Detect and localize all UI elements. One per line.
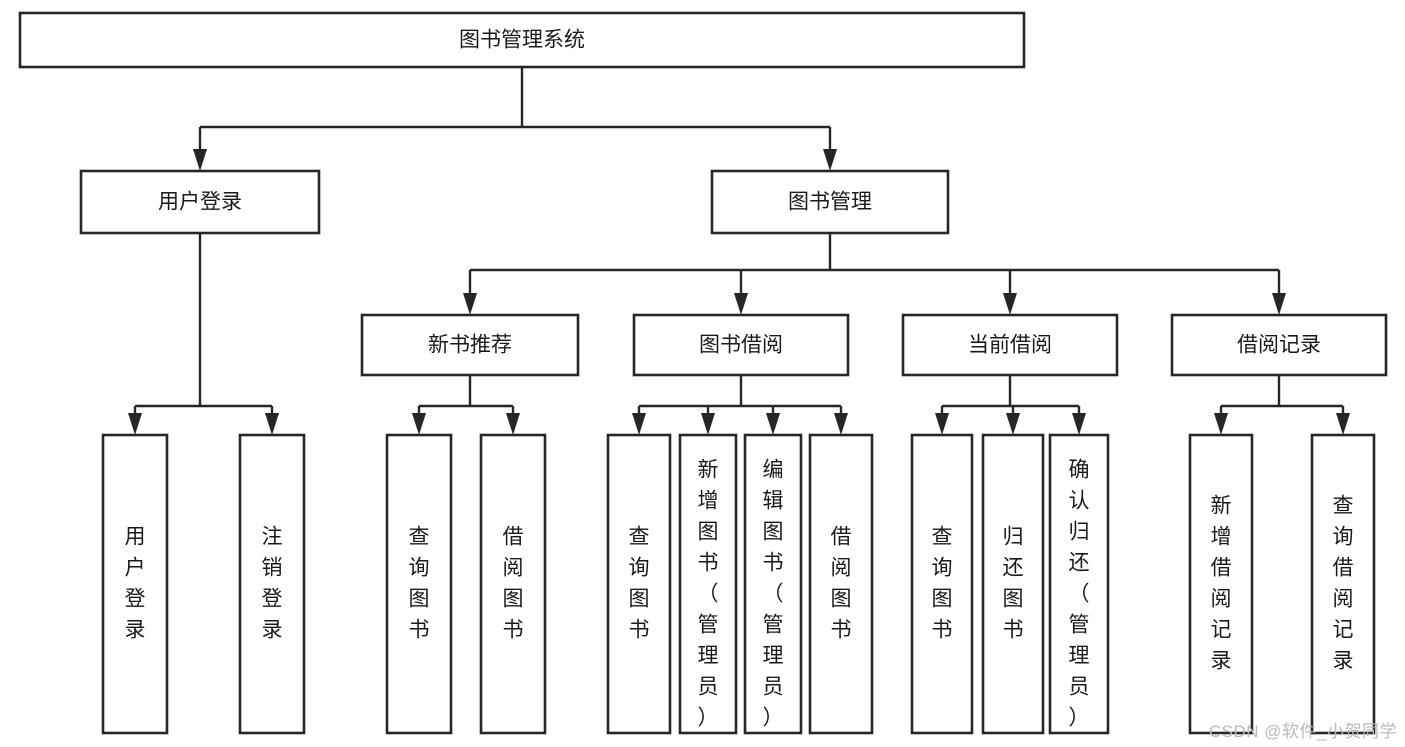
connector-arrowhead	[1272, 293, 1286, 315]
connector-arrowhead	[128, 413, 142, 435]
node-box-borrow-book-1	[479, 433, 547, 735]
connector-arrowhead	[1336, 413, 1350, 435]
node-label-user-login-do: 用户登录	[125, 525, 146, 641]
node-label-borrow-book-2: 借阅图书	[831, 525, 852, 641]
node-box-return-book	[981, 433, 1045, 735]
node-add-borrow-record[interactable]: 新增借阅记录	[1188, 433, 1254, 735]
node-borrow-book-1[interactable]: 借阅图书	[479, 433, 547, 735]
node-label-borrow-book-1: 借阅图书	[503, 525, 524, 641]
node-label-book-borrow: 图书借阅	[699, 334, 783, 357]
node-label-confirm-return-admin: 确认归还（管理员）	[1069, 458, 1090, 729]
connector-arrowhead	[265, 413, 279, 435]
node-box-new-book-recommend	[360, 313, 580, 377]
node-box-user-login-do	[101, 433, 169, 735]
node-box-book-manage	[710, 169, 950, 235]
node-box-confirm-return-admin	[1048, 433, 1110, 735]
node-label-query-book-3: 查询图书	[932, 525, 953, 641]
connector-arrowhead	[1003, 293, 1017, 315]
node-query-book-1[interactable]: 查询图书	[385, 433, 453, 735]
node-confirm-return-admin[interactable]: 确认归还（管理员）	[1048, 433, 1110, 735]
node-query-book-2[interactable]: 查询图书	[606, 433, 672, 735]
node-box-root	[18, 11, 1026, 69]
node-box-query-book-3	[910, 433, 974, 735]
node-user-logout[interactable]: 注销登录	[238, 433, 306, 735]
node-query-borrow-record[interactable]: 查询借阅记录	[1310, 433, 1376, 735]
node-edit-book-admin[interactable]: 编辑图书（管理员）	[743, 433, 803, 735]
node-label-user-login: 用户登录	[158, 191, 242, 214]
connector-arrowhead	[463, 293, 477, 315]
node-root[interactable]: 图书管理系统	[18, 11, 1026, 69]
connector-arrowhead	[412, 413, 426, 435]
connector-arrowhead	[1214, 413, 1228, 435]
node-label-current-borrow: 当前借阅	[968, 334, 1052, 357]
node-return-book[interactable]: 归还图书	[981, 433, 1045, 735]
node-box-book-borrow	[632, 313, 850, 377]
node-box-edit-book-admin	[743, 433, 803, 735]
node-box-borrow-record	[1170, 313, 1388, 377]
node-box-user-login	[79, 169, 321, 235]
connector-arrowhead	[193, 149, 207, 171]
node-label-book-manage: 图书管理	[788, 191, 872, 214]
connector-arrowhead	[734, 293, 748, 315]
node-label-query-borrow-record: 查询借阅记录	[1333, 494, 1354, 672]
node-label-new-book-recommend: 新书推荐	[428, 334, 512, 357]
connector-arrowhead	[766, 413, 780, 435]
connector-arrowhead	[823, 149, 837, 171]
node-user-login[interactable]: 用户登录	[79, 169, 321, 235]
node-new-book-recommend[interactable]: 新书推荐	[360, 313, 580, 377]
node-box-query-borrow-record	[1310, 433, 1376, 735]
connector-arrowhead	[1006, 413, 1020, 435]
node-box-borrow-book-2	[808, 433, 874, 735]
node-label-edit-book-admin: 编辑图书（管理员）	[763, 458, 784, 729]
node-label-borrow-record: 借阅记录	[1237, 334, 1321, 357]
node-label-query-book-2: 查询图书	[629, 525, 650, 641]
node-label-query-book-1: 查询图书	[409, 525, 430, 641]
node-box-query-book-1	[385, 433, 453, 735]
connector-arrowhead	[935, 413, 949, 435]
node-box-add-book-admin	[678, 433, 738, 735]
node-box-current-borrow	[901, 313, 1119, 377]
node-label-user-logout: 注销登录	[262, 525, 283, 641]
node-label-return-book: 归还图书	[1003, 525, 1024, 641]
node-borrow-book-2[interactable]: 借阅图书	[808, 433, 874, 735]
connector-arrowhead	[506, 413, 520, 435]
node-current-borrow[interactable]: 当前借阅	[901, 313, 1119, 377]
node-user-login-do[interactable]: 用户登录	[101, 433, 169, 735]
node-box-query-book-2	[606, 433, 672, 735]
connector-arrowhead	[834, 413, 848, 435]
connector-arrowhead	[1072, 413, 1086, 435]
node-book-manage[interactable]: 图书管理	[710, 169, 950, 235]
node-box-user-logout	[238, 433, 306, 735]
node-label-add-book-admin: 新增图书（管理员）	[698, 458, 719, 729]
node-label-root: 图书管理系统	[459, 29, 585, 52]
connector-arrowhead	[701, 413, 715, 435]
node-add-book-admin[interactable]: 新增图书（管理员）	[678, 433, 738, 735]
node-label-add-borrow-record: 新增借阅记录	[1211, 494, 1232, 672]
connector-arrowhead	[632, 413, 646, 435]
node-query-book-3[interactable]: 查询图书	[910, 433, 974, 735]
node-box-add-borrow-record	[1188, 433, 1254, 735]
watermark-text: CSDN @软件_小贺同学	[1208, 722, 1397, 741]
node-book-borrow[interactable]: 图书借阅	[632, 313, 850, 377]
node-borrow-record[interactable]: 借阅记录	[1170, 313, 1388, 377]
